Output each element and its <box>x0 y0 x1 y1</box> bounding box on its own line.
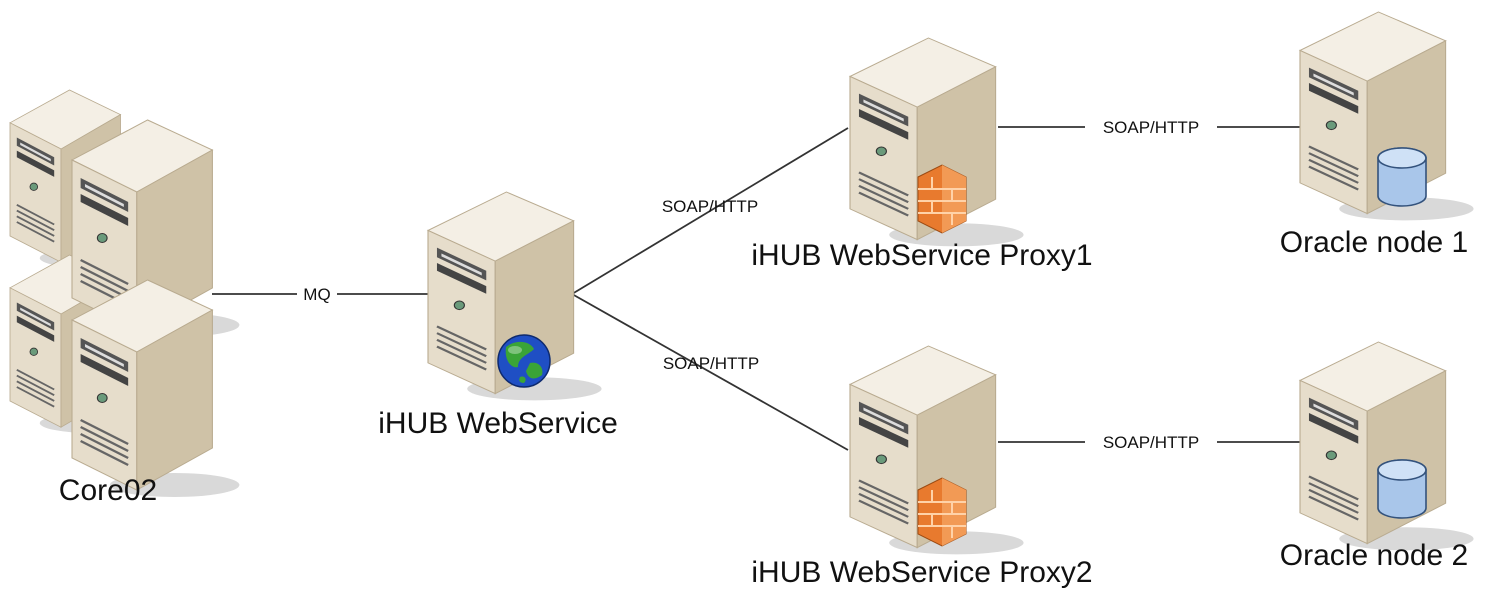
edge-label-soap-oracle1: SOAP/HTTP <box>1085 116 1217 138</box>
svg-text:SOAP/HTTP: SOAP/HTTP <box>663 354 759 373</box>
link-ihub-proxy2 <box>571 293 849 451</box>
edge-label-soap-proxy1: SOAP/HTTP <box>662 197 758 216</box>
node-label-core02: Core02 <box>59 474 157 507</box>
svg-text:SOAP/HTTP: SOAP/HTTP <box>1103 118 1199 137</box>
link-ihub-proxy1 <box>571 127 849 295</box>
firewall-icon <box>917 477 967 547</box>
server-tower-icon <box>1298 340 1475 552</box>
svg-text:MQ: MQ <box>303 285 330 304</box>
node-label-proxy1: iHUB WebService Proxy1 <box>751 239 1092 272</box>
database-cylinder-icon <box>1377 459 1427 519</box>
edge-label-soap-oracle2: SOAP/HTTP <box>1085 431 1217 453</box>
firewall-icon <box>917 164 967 234</box>
database-cylinder-icon <box>1377 147 1427 207</box>
edge-label-mq: MQ <box>297 283 337 305</box>
server-cluster-icon <box>9 89 241 499</box>
node-label-proxy2: iHUB WebService Proxy2 <box>751 556 1092 589</box>
svg-text:SOAP/HTTP: SOAP/HTTP <box>1103 433 1199 452</box>
node-label-oracle2: Oracle node 2 <box>1280 539 1468 572</box>
node-label-ihub: iHUB WebService <box>378 407 618 440</box>
edge-label-soap-proxy2: SOAP/HTTP <box>663 354 759 373</box>
svg-text:SOAP/HTTP: SOAP/HTTP <box>662 197 758 216</box>
globe-icon <box>497 334 551 388</box>
node-label-oracle1: Oracle node 1 <box>1280 226 1468 259</box>
